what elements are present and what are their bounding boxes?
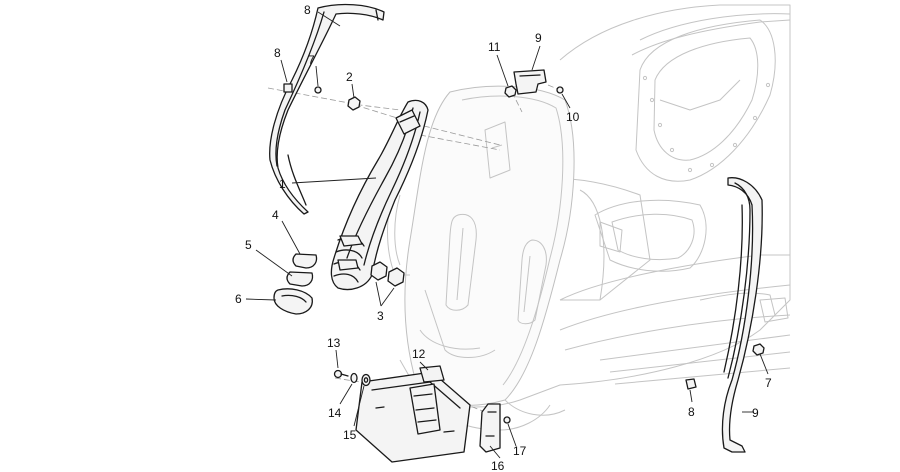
part-14-license-plate-holder	[355, 365, 471, 463]
callout-18: 16	[491, 459, 505, 472]
part-15-bolt	[333, 369, 349, 379]
callout-labels: 8 8 7 2 1 4 5 6 3 11 9 10 7 8 9 12 13 14…	[235, 3, 772, 472]
callout-6: 6	[235, 292, 242, 306]
part-9-upper-side-trim	[269, 3, 385, 215]
callout-7: 7	[765, 376, 772, 390]
scooter-body-ghost	[399, 4, 791, 408]
part-18-bracket-plate	[479, 403, 501, 453]
callout-15: 13	[327, 336, 341, 350]
part-13-nut	[504, 85, 517, 98]
callout-11: 9	[535, 31, 542, 45]
part-5-trim-cap	[286, 271, 314, 287]
part-8-clip-upper	[283, 83, 293, 93]
callout-14: 12	[412, 347, 426, 361]
part-8-clip-lower	[685, 378, 697, 390]
callout-9: 8	[304, 3, 311, 17]
callout-2: 2	[346, 70, 353, 84]
part-7-screw-upper	[314, 86, 322, 94]
callout-8: 8	[688, 405, 695, 419]
callout-8: 8	[274, 46, 281, 60]
callout-1: 1	[279, 177, 286, 191]
part-11-bracket	[513, 69, 547, 95]
part-19-screw	[503, 416, 511, 424]
rim-bolts	[642, 75, 771, 173]
callout-12: 10	[566, 110, 580, 124]
part-17-washer	[361, 373, 371, 387]
leader-lines	[245, 11, 769, 459]
part-6-trim-cap	[273, 288, 313, 315]
callout-16: 14	[328, 406, 342, 420]
part-4-trim-cap	[292, 253, 318, 269]
part-7-screw-lower	[752, 343, 765, 356]
part-16-washer	[350, 372, 358, 384]
part-10-lower-side-trim	[721, 177, 763, 453]
callout-13: 11	[488, 40, 501, 54]
callout-5: 5	[245, 238, 252, 252]
callout-7: 7	[308, 53, 315, 67]
part-2-screw	[347, 96, 361, 111]
callout-19: 17	[513, 444, 527, 458]
part-1-center-cover	[330, 99, 429, 291]
callout-17: 15	[343, 428, 357, 442]
callout-4: 4	[272, 208, 279, 222]
part-3-hex-nuts	[370, 261, 405, 287]
callout-3: 3	[377, 309, 384, 323]
part-12-screw	[556, 86, 564, 94]
callout-10: 9	[752, 406, 759, 420]
